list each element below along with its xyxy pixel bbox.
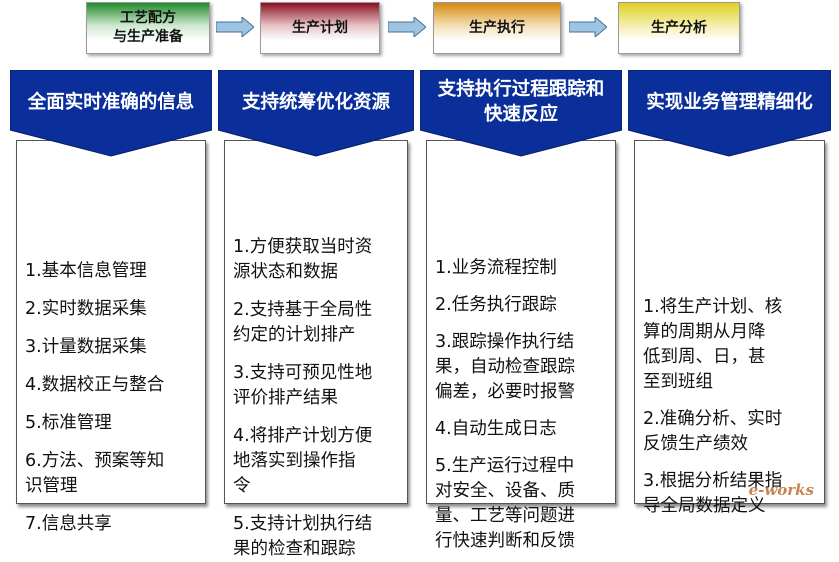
list-item: 4.数据校正与整合 [25,375,165,395]
column-realtime-info-body: 1.基本信息管理 2.实时数据采集 3.计量数据采集 4.数据校正与整合 5.标… [16,140,206,534]
list-item: 4.自动生成日志 [435,419,557,439]
column-resource-optimization-body: 1.方便获取当时资 源状态和数据 2.支持基于全局性 约定的计划排产 3.支持可… [224,140,408,559]
column-refined-management: 1.将生产计划、核 算的周期从月降 低到周、日，甚 至到班组 2.准确分析、实时… [628,70,831,516]
column-header: 支持执行过程跟踪和 快速反应 [420,70,622,158]
list-item: 4.将排产计划方便 地落实到操作指 令 [233,426,373,496]
column-resource-optimization: 1.方便获取当时资 源状态和数据 2.支持基于全局性 约定的计划排产 3.支持可… [218,70,414,559]
list-item: 3.计量数据采集 [25,337,147,357]
list-item: 1.业务流程控制 [435,258,557,278]
stage-production-plan: 生产计划 [260,2,380,54]
column-execution-tracking: 1.业务流程控制 2.任务执行跟踪 3.跟踪操作执行结 果，自动检查跟踪 偏差，… [420,70,622,551]
list-item: 3.支持可预见性地 评价排产结果 [233,363,373,408]
column-title: 实现业务管理精细化 [646,92,813,113]
list-item: 2.支持基于全局性 约定的计划排产 [233,300,373,345]
list-item: 2.任务执行跟踪 [435,295,557,315]
list-item: 1.方便获取当时资 源状态和数据 [233,237,373,282]
list-item: 1.将生产计划、核 算的周期从月降 低到周、日，甚 至到班组 [643,297,783,392]
watermark-logo: e-works [748,481,814,499]
list-item: 2.实时数据采集 [25,299,147,319]
stage-process-recipe-line2: 与生产准备 [113,29,183,45]
column-header: 支持统筹优化资源 [218,70,414,158]
column-realtime-info: 1.基本信息管理 2.实时数据采集 3.计量数据采集 4.数据校正与整合 5.标… [10,70,212,534]
stage-production-execution: 生产执行 [433,2,561,54]
list-item: 2.准确分析、实时 反馈生产绩效 [643,409,783,454]
flow-arrow-icon [388,17,426,37]
list-item: 3.跟踪操作执行结 果，自动检查跟踪 偏差，必要时报警 [435,332,575,402]
list-item: 5.支持计划执行结 果的检查和跟踪 [233,514,373,559]
column-title: 支持统筹优化资源 [241,92,390,113]
stage-process-recipe-line1: 工艺配方 [120,10,176,26]
column-header: 实现业务管理精细化 [628,70,831,158]
flow-arrow-icon [216,17,254,37]
list-item: 5.标准管理 [25,413,112,433]
stage-process-recipe: 工艺配方 与生产准备 [86,2,210,54]
flow-arrow-icon [569,17,607,37]
column-refined-management-body: 1.将生产计划、核 算的周期从月降 低到周、日，甚 至到班组 2.准确分析、实时… [634,140,825,516]
list-item: 5.生产运行过程中 对安全、设备、质 量、工艺等问题进 行快速判断和反馈 [435,456,575,551]
list-item: 1.基本信息管理 [25,261,147,281]
stage-production-analysis-label: 生产分析 [651,19,707,36]
column-execution-tracking-body: 1.业务流程控制 2.任务执行跟踪 3.跟踪操作执行结 果，自动检查跟踪 偏差，… [426,140,616,551]
list-item: 7.信息共享 [25,514,112,534]
list-item: 6.方法、预案等知 识管理 [25,451,165,496]
column-title: 支持执行过程跟踪和 快速反应 [437,79,605,125]
column-title: 全面实时准确的信息 [27,92,195,113]
stage-production-execution-label: 生产执行 [469,19,525,36]
stage-production-plan-label: 生产计划 [292,19,348,36]
column-header: 全面实时准确的信息 [10,70,212,158]
stage-production-analysis: 生产分析 [618,2,740,54]
